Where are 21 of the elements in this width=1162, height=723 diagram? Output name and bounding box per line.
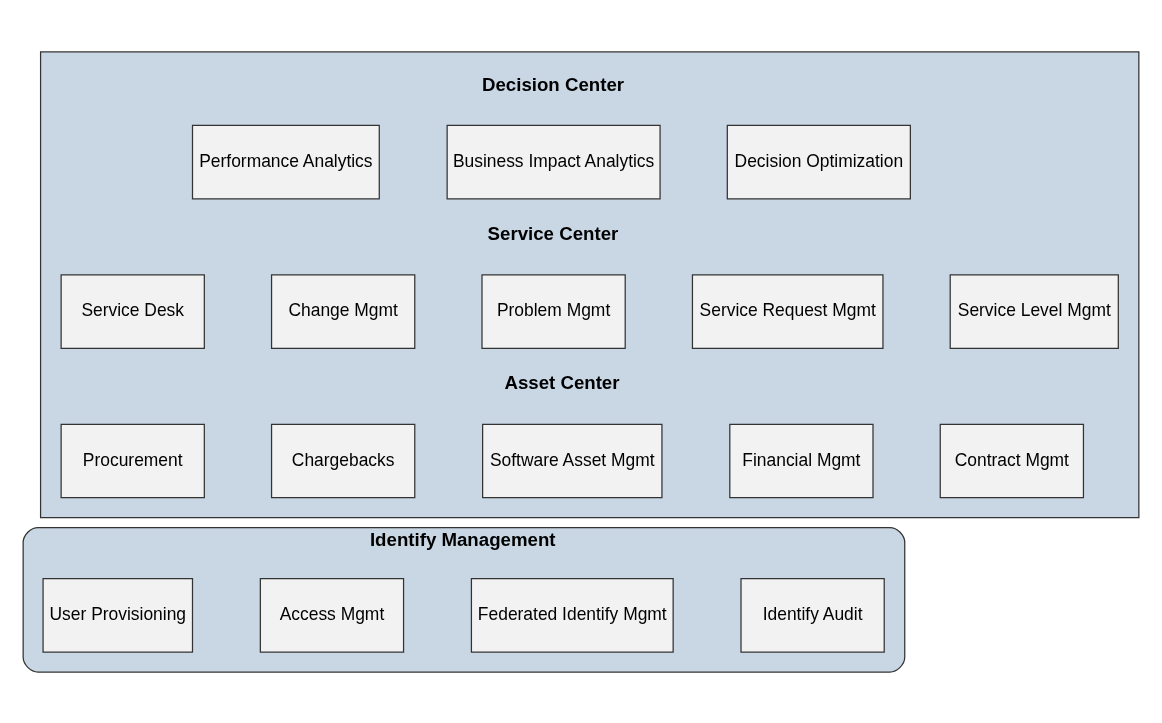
node-box: Chargebacks bbox=[270, 423, 416, 498]
node-box: Procurement bbox=[60, 423, 205, 498]
node-box: Performance Analytics bbox=[191, 124, 380, 199]
node-box: Service Level Mgmt bbox=[949, 273, 1119, 349]
node-box: Service Request Mgmt bbox=[691, 273, 884, 349]
node-box: Business Impact Analytics bbox=[446, 124, 661, 199]
node-box: Identify Audit bbox=[740, 577, 885, 653]
node-box: Contract Mgmt bbox=[939, 423, 1085, 498]
node-box: Problem Mgmt bbox=[481, 273, 626, 349]
node-box: Access Mgmt bbox=[259, 577, 405, 653]
cluster bbox=[39, 50, 1140, 518]
node-box: Decision Optimization bbox=[726, 124, 911, 199]
node-box: Financial Mgmt bbox=[729, 423, 874, 498]
label: Decision Center bbox=[482, 73, 625, 95]
node-box: Software Asset Mgmt bbox=[482, 423, 663, 498]
node-box: Federated Identify Mgmt bbox=[470, 577, 674, 653]
label: Asset Center bbox=[504, 371, 620, 393]
node-box: User Provisioning bbox=[42, 577, 194, 653]
label: Service Center bbox=[487, 222, 619, 244]
node-box: Service Desk bbox=[60, 273, 205, 349]
node-box: Change Mgmt bbox=[270, 273, 416, 349]
